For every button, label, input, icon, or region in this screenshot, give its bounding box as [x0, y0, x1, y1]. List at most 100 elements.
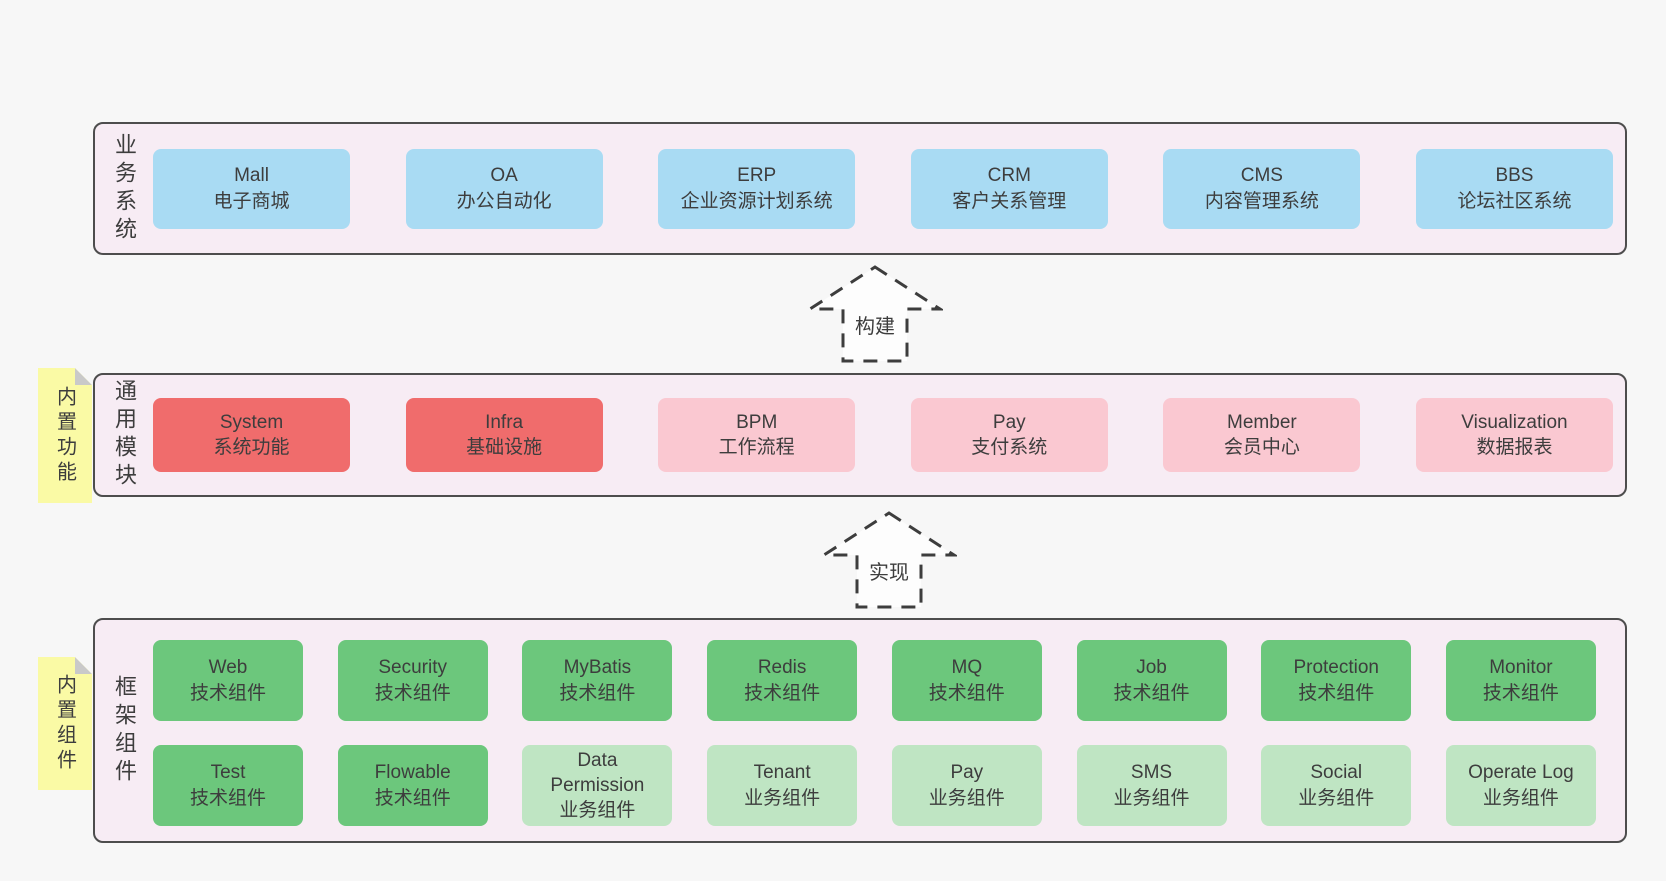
box-title: SMS	[1130, 762, 1173, 784]
module-box-test: Test 技术组件	[153, 745, 303, 826]
box-title: ERP	[737, 165, 777, 187]
up-arrow-build: 构建	[807, 264, 943, 364]
module-box-social: Social 业务组件	[1261, 745, 1412, 826]
box-subtitle: 技术组件	[374, 682, 451, 704]
box-title: Protection	[1293, 657, 1379, 679]
up-arrow-implement: 实现	[821, 510, 957, 610]
box-title: Flowable	[374, 762, 451, 784]
module-box-tenant: Tenant 业务组件	[707, 745, 858, 826]
common-modules-box-row: System 系统功能 Infra 基础设施 BPM 工作流程 Pay 支付系统 Member 会…	[153, 398, 1625, 472]
band-common-modules: 通用模块 System 系统功能 Infra 基础设施 BPM 工作流程 Pay 支付系统 Me…	[93, 373, 1627, 497]
band-label-common-modules: 通用模块	[112, 379, 137, 491]
sticky-note-built-in-features: 内置功能	[38, 368, 92, 503]
box-title: System	[219, 411, 284, 433]
box-title: CRM	[987, 165, 1031, 187]
box-subtitle: 会员中心	[1223, 437, 1300, 458]
box-title: MQ	[951, 657, 983, 679]
box-subtitle: 工作流程	[718, 437, 795, 458]
box-title: Pay	[992, 411, 1026, 433]
module-box-infra: Infra 基础设施	[405, 398, 603, 472]
box-title: Monitor	[1489, 657, 1553, 679]
box-subtitle: 基础设施	[466, 437, 543, 458]
box-subtitle: 技术组件	[374, 787, 451, 809]
box-subtitle: 客户关系管理	[952, 190, 1067, 212]
module-box-bpm: BPM 工作流程	[658, 398, 856, 472]
box-subtitle: 技术组件	[189, 787, 266, 809]
box-title: Test	[210, 762, 246, 784]
module-box-oa: OA 办公自动化	[405, 148, 603, 229]
box-subtitle: 技术组件	[1298, 682, 1375, 704]
box-title: OA	[490, 165, 518, 187]
module-box-mybatis: MyBatis 技术组件	[522, 640, 673, 721]
box-title: Web	[208, 657, 248, 679]
box-title: Security	[378, 657, 448, 679]
module-box-crm: CRM 客户关系管理	[910, 148, 1108, 229]
box-subtitle: 支付系统	[971, 437, 1048, 458]
box-subtitle: 数据报表	[1476, 437, 1553, 458]
sticky-note-built-in-components: 内置组件	[38, 657, 92, 790]
box-subtitle: 业务组件	[928, 787, 1005, 809]
module-box-job: Job 技术组件	[1076, 640, 1227, 721]
band-label-framework-components: 框架组件	[112, 674, 137, 787]
box-subtitle: 技术组件	[744, 682, 821, 704]
module-box-pay: Pay 业务组件	[891, 745, 1042, 826]
box-title: Infra	[485, 411, 524, 433]
box-title: BBS	[1495, 165, 1534, 187]
module-box-pay: Pay 支付系统	[910, 398, 1108, 472]
box-subtitle: 技术组件	[559, 682, 636, 704]
module-box-monitor: Monitor 技术组件	[1445, 640, 1596, 721]
module-box-protection: Protection 技术组件	[1261, 640, 1412, 721]
sticky-label-built-in-components: 内置组件	[53, 673, 76, 774]
arrow-label-implement: 实现	[866, 556, 912, 585]
box-subtitle: 论坛社区系统	[1457, 190, 1572, 212]
box-title: Data Permission	[550, 749, 645, 796]
box-subtitle: 业务组件	[744, 787, 821, 809]
box-subtitle: 企业资源计划系统	[680, 190, 833, 212]
box-subtitle: 电子商城	[213, 190, 290, 212]
box-title: Social	[1310, 762, 1363, 784]
arrow-label-build: 构建	[852, 310, 898, 339]
box-title: Visualization	[1461, 411, 1568, 433]
module-box-erp: ERP 企业资源计划系统	[658, 148, 856, 229]
sticky-label-built-in-features: 内置功能	[53, 385, 76, 486]
box-subtitle: 办公自动化	[456, 190, 552, 212]
box-title: Pay	[950, 762, 984, 784]
box-subtitle: 技术组件	[1113, 682, 1190, 704]
module-box-operate-log: Operate Log 业务组件	[1445, 745, 1596, 826]
module-box-data-permission: Data Permission 业务组件	[522, 745, 673, 826]
box-subtitle: 业务组件	[559, 800, 636, 822]
module-box-member: Member 会员中心	[1163, 398, 1361, 472]
box-title: BPM	[736, 411, 778, 433]
box-subtitle: 技术组件	[189, 682, 266, 704]
module-box-system: System 系统功能	[153, 398, 350, 472]
box-subtitle: 内容管理系统	[1204, 190, 1319, 212]
box-subtitle: 系统功能	[213, 437, 290, 458]
box-title: Operate Log	[1468, 762, 1574, 784]
module-box-sms: SMS 业务组件	[1076, 745, 1227, 826]
box-subtitle: 业务组件	[1113, 787, 1190, 809]
module-box-web: Web 技术组件	[153, 640, 303, 721]
module-box-flowable: Flowable 技术组件	[337, 745, 488, 826]
box-title: Tenant	[753, 762, 811, 784]
module-box-bbs: BBS 论坛社区系统	[1415, 148, 1613, 229]
box-subtitle: 业务组件	[1298, 787, 1375, 809]
box-title: Member	[1227, 411, 1297, 433]
band-label-business-systems: 业务系统	[112, 132, 137, 245]
box-subtitle: 技术组件	[1482, 682, 1559, 704]
box-subtitle: 业务组件	[1482, 787, 1559, 809]
module-box-visualization: Visualization 数据报表	[1415, 398, 1613, 472]
module-box-security: Security 技术组件	[337, 640, 488, 721]
box-title: MyBatis	[563, 657, 632, 679]
box-title: Job	[1136, 657, 1167, 679]
